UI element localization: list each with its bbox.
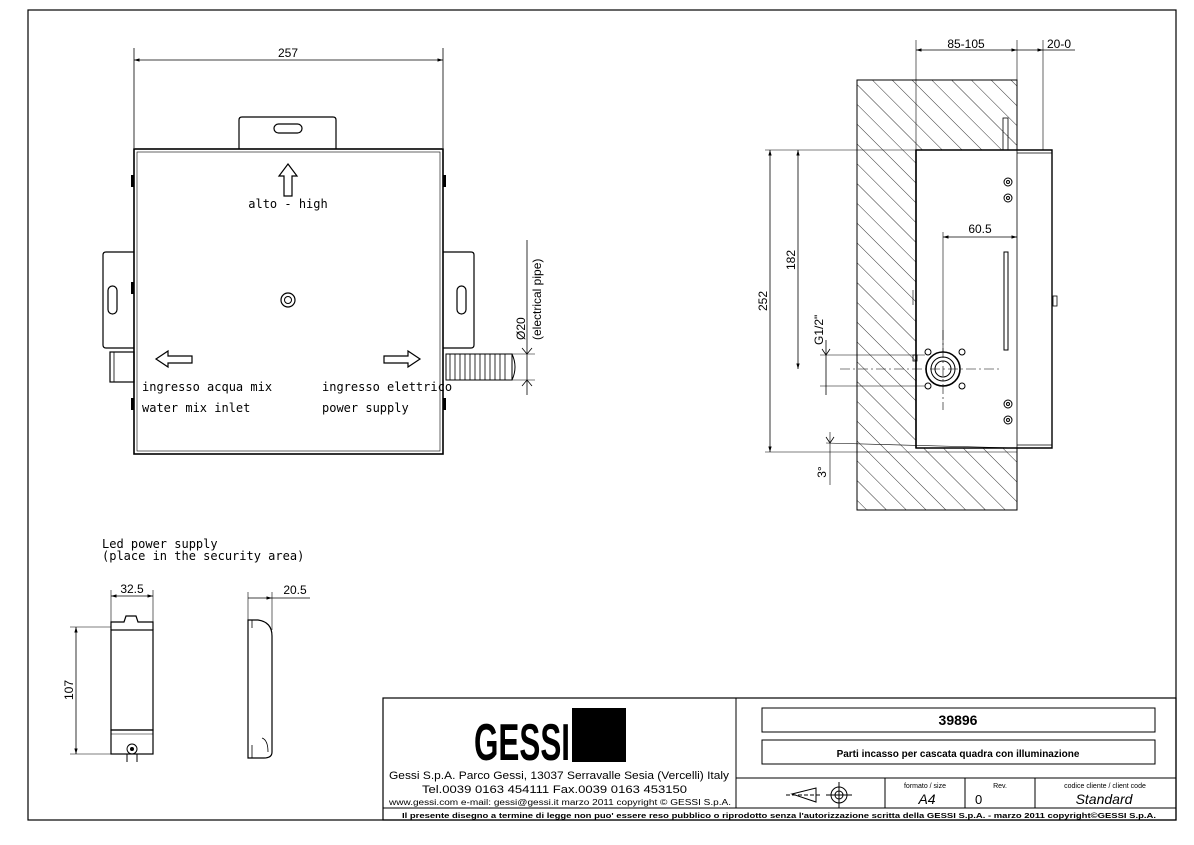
width-dimension: 257 bbox=[278, 46, 298, 60]
left-tab bbox=[102, 251, 134, 349]
led-dim-width: 32.5 bbox=[120, 582, 144, 596]
product-code: 39896 bbox=[939, 712, 978, 728]
water-inlet-label-en: water mix inlet bbox=[142, 401, 250, 415]
led-unit-front bbox=[110, 629, 154, 731]
dim-thread: G1/2" bbox=[812, 315, 826, 345]
company-web: www.gessi.com e-mail: gessi@gessi.it mar… bbox=[388, 798, 731, 807]
orientation-label: alto - high bbox=[248, 197, 327, 211]
format-label: formato / size bbox=[904, 783, 946, 790]
led-unit-side bbox=[247, 619, 273, 759]
legal-footer: Il presente disegno a termine di legge n… bbox=[402, 811, 1156, 820]
dim-projection: 20-0 bbox=[1047, 37, 1071, 51]
title-block: GESSI Gessi S.p.A. Parco Gessi, 13037 Se… bbox=[382, 697, 1177, 821]
company-phone: Tel.0039 0163 454111 Fax.0039 0163 45315… bbox=[422, 784, 687, 796]
up-arrow-icon bbox=[277, 163, 299, 197]
rev-label: Rev. bbox=[993, 783, 1007, 790]
dim-total-height: 252 bbox=[756, 291, 770, 311]
format-value: A4 bbox=[917, 791, 935, 807]
led-connector-icon bbox=[126, 743, 138, 755]
rev-value: 0 bbox=[975, 792, 982, 807]
electrical-pipe bbox=[445, 353, 516, 381]
power-supply-label-it: ingresso elettrico bbox=[322, 380, 452, 394]
led-dim-depth: 20.5 bbox=[283, 583, 307, 597]
dim-angle: 3° bbox=[815, 466, 829, 478]
led-dim-height: 107 bbox=[62, 680, 76, 700]
projection-symbol-icon bbox=[786, 782, 852, 808]
client-code-value: Standard bbox=[1076, 791, 1134, 807]
dim-fitting-height: 182 bbox=[784, 250, 798, 270]
led-power-supply: Led power supply (place in the security … bbox=[62, 537, 310, 762]
top-tab-slot bbox=[273, 123, 303, 134]
box-section bbox=[915, 149, 1053, 449]
product-description: Parti incasso per cascata quadra con ill… bbox=[837, 749, 1080, 760]
left-arrow-icon bbox=[154, 349, 193, 369]
gessi-logo-square bbox=[572, 708, 626, 762]
gessi-logo: GESSI bbox=[474, 714, 570, 772]
client-code-label: codice cliente / client code bbox=[1064, 783, 1146, 790]
side-section: 85-105 20-0 60.5 252 182 G1/2" 3° bbox=[756, 37, 1075, 511]
led-strip bbox=[1003, 251, 1009, 351]
power-supply-label-en: power supply bbox=[322, 401, 409, 415]
dim-wall-depth: 85-105 bbox=[947, 37, 985, 51]
led-title: Led power supply bbox=[102, 537, 218, 551]
company-address: Gessi S.p.A. Parco Gessi, 13037 Serraval… bbox=[389, 770, 730, 782]
pipe-label: (electrical pipe) bbox=[530, 259, 544, 340]
bolt-icons bbox=[1003, 177, 1013, 425]
left-tab-slot bbox=[107, 285, 118, 315]
box-inner-outline bbox=[136, 151, 441, 452]
front-view: 257 alto - high ingresso acqua m bbox=[102, 46, 544, 455]
water-inlet-stub bbox=[109, 351, 135, 383]
led-subtitle: (place in the security area) bbox=[102, 549, 304, 563]
right-tab-slot bbox=[456, 285, 467, 315]
right-tab bbox=[443, 251, 475, 349]
center-screw bbox=[280, 292, 296, 308]
pipe-diameter: Ø20 bbox=[514, 317, 528, 340]
water-inlet-label-it: ingresso acqua mix bbox=[142, 380, 272, 394]
dim-fitting-offset: 60.5 bbox=[968, 222, 992, 236]
right-arrow-icon bbox=[383, 349, 422, 369]
top-tab bbox=[238, 116, 337, 149]
box-outline bbox=[133, 148, 444, 455]
